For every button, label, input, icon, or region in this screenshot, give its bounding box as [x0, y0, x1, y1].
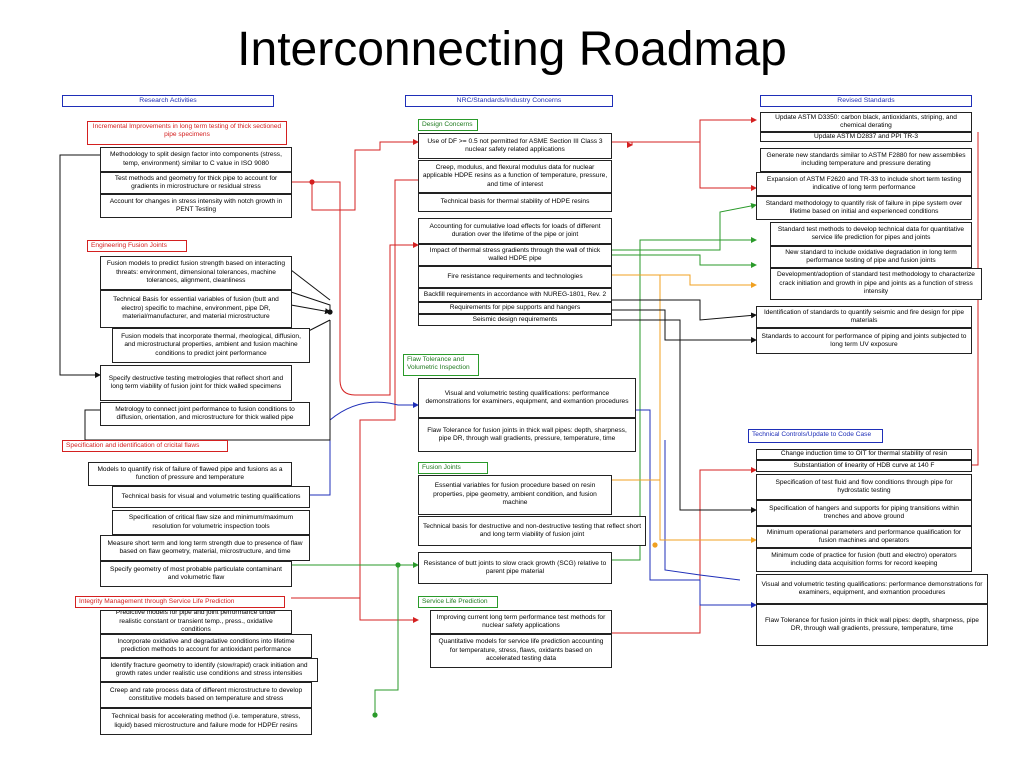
- research-fusion-item: Metrology to connect joint performance t…: [100, 402, 310, 426]
- research-flaws-item: Specify geometry of most probable partic…: [100, 561, 292, 587]
- critical-flaws-label: Specification and identification of cric…: [62, 440, 228, 452]
- research-integrity-item: Technical basis for accelerating method …: [100, 708, 312, 735]
- design-concern-item: Fire resistance requirements and technol…: [418, 266, 612, 288]
- research-fusion-item: Specify destructive testing metrologies …: [100, 365, 292, 401]
- service-life-label: Service Life Prediction: [418, 596, 498, 608]
- revised-standard-item: Standards to account for performance of …: [756, 328, 972, 354]
- research-flaws-item: Measure short term and long term strengt…: [100, 535, 310, 561]
- design-concern-item: Use of DF >= 0.5 not permitted for ASME …: [418, 133, 612, 159]
- fusion-joints-label: Fusion Joints: [418, 462, 488, 474]
- research-incremental-item: Methodology to split design factor into …: [100, 147, 292, 172]
- research-fusion-item: Fusion models that incorporate thermal, …: [112, 328, 310, 363]
- design-concern-item: Backfill requirements in accordance with…: [418, 288, 612, 302]
- flaw-concern-item: Visual and volumetric testing qualificat…: [418, 378, 636, 418]
- technical-control-item: Flaw Tolerance for fusion joints in thic…: [756, 604, 988, 646]
- technical-control-item: Minimum operational parameters and perfo…: [756, 526, 972, 548]
- fusion-concern-item: Technical basis for destructive and non-…: [418, 516, 646, 546]
- revised-standard-item: New standard to include oxidative degrad…: [770, 246, 972, 268]
- technical-control-item: Change induction time to OIT for thermal…: [756, 449, 972, 460]
- revised-standard-item: Standard test methods to develop technic…: [770, 222, 972, 246]
- technical-controls-label: Technical Controls/Update to Code Case: [748, 429, 883, 443]
- design-concerns-label: Design Concerns: [418, 119, 478, 131]
- nrc-concerns-header: NRC/Standards/Industry Concerns: [405, 95, 613, 107]
- service-concern-item: Improving current long term performance …: [430, 610, 612, 634]
- technical-control-item: Minimum code of practice for fusion (but…: [756, 548, 972, 572]
- technical-control-item: Specification of hangers and supports fo…: [756, 500, 972, 526]
- revised-standard-item: Update ASTM D3350: carbon black, antioxi…: [760, 112, 972, 132]
- research-flaws-item: Specification of critical flaw size and …: [112, 510, 310, 535]
- technical-control-item: Substantiation of linearity of HDB curve…: [756, 460, 972, 472]
- fusion-concern-item: Resistance of butt joints to slow crack …: [418, 552, 612, 584]
- revised-standard-item: Update ASTM D2837 and PPI TR-3: [760, 132, 972, 142]
- research-integrity-item: Identify fracture geometry to identify (…: [100, 658, 318, 682]
- revised-standard-item: Standard methodology to quantify risk of…: [756, 196, 972, 220]
- revised-standard-item: Development/adoption of standard test me…: [770, 268, 982, 300]
- revised-standard-item: Identification of standards to quantify …: [756, 306, 972, 328]
- integrity-management-label: Integrity Management through Service Lif…: [75, 596, 285, 608]
- fusion-concern-item: Essential variables for fusion procedure…: [418, 475, 612, 515]
- revised-standard-item: Expansion of ASTM F2620 and TR-33 to inc…: [756, 172, 972, 196]
- design-concern-item: Requirements for pipe supports and hange…: [418, 302, 612, 314]
- service-concern-item: Quantitative models for service life pre…: [430, 634, 612, 668]
- research-activities-header: Research Activities: [62, 95, 274, 107]
- flaw-concern-item: Flaw Tolerance for fusion joints in thic…: [418, 418, 636, 452]
- flaw-tolerance-label: Flaw Tolerance and Volumetric Inspection: [403, 354, 479, 376]
- research-integrity-item: Creep and rate process data of different…: [100, 682, 312, 708]
- page-title: Interconnecting Roadmap: [237, 23, 787, 76]
- incremental-improvements-label: Incremental Improvements in long term te…: [87, 121, 287, 145]
- research-fusion-item: Fusion models to predict fusion strength…: [100, 256, 292, 290]
- design-concern-item: Technical basis for thermal stability of…: [418, 193, 612, 212]
- engineering-fusion-joints-label: Engineering Fusion Joints: [87, 240, 187, 252]
- technical-control-item: Visual and volumetric testing qualificat…: [756, 574, 988, 604]
- research-flaws-item: Technical basis for visual and volumetri…: [112, 486, 310, 508]
- revised-standard-item: Generate new standards similar to ASTM F…: [760, 148, 972, 172]
- research-incremental-item: Test methods and geometry for thick pipe…: [100, 172, 292, 194]
- design-concern-item: Accounting for cumulative load effects f…: [418, 218, 612, 244]
- research-flaws-item: Models to quantify risk of failure of fl…: [88, 462, 292, 486]
- research-integrity-item: Predictive models for pipe and joint per…: [100, 610, 292, 634]
- revised-standards-header: Revised Standards: [760, 95, 972, 107]
- design-concern-item: Impact of thermal stress gradients throu…: [418, 244, 612, 266]
- research-integrity-item: Incorporate oxidative and degradative co…: [100, 634, 312, 658]
- design-concern-item: Creep, modulus, and flexural modulus dat…: [418, 160, 612, 193]
- design-concern-item: Seismic design requirements: [418, 314, 612, 326]
- research-incremental-item: Account for changes in stress intensity …: [100, 194, 292, 218]
- research-fusion-item: Technical Basis for essential variables …: [100, 290, 292, 328]
- technical-control-item: Specification of test fluid and flow con…: [756, 474, 972, 500]
